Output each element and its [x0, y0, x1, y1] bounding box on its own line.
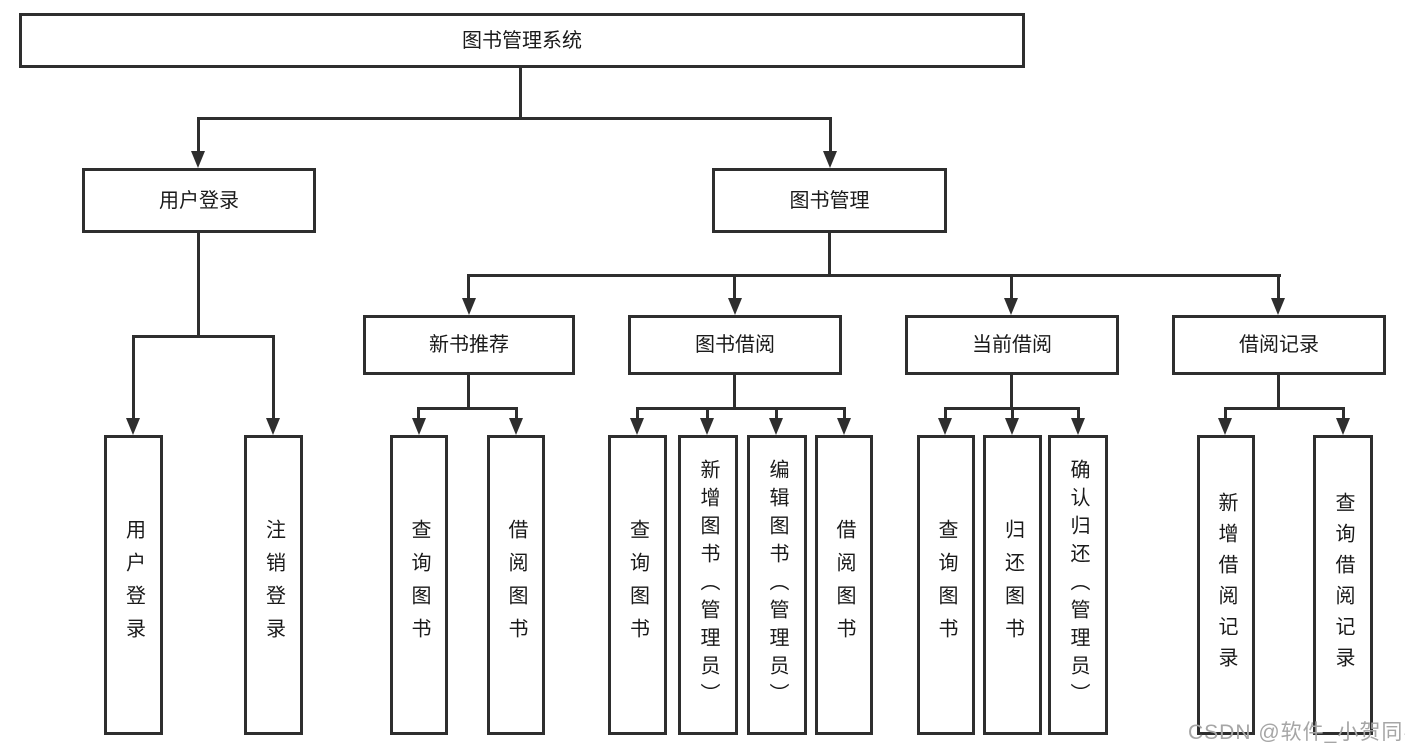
arrow-down-icon — [412, 418, 426, 435]
node-label: 注销登录 — [262, 519, 285, 651]
connector-stub — [706, 407, 709, 420]
node-current-borrowing: 当前借阅 — [905, 315, 1119, 375]
connector-stub — [417, 407, 420, 420]
arrow-down-icon — [728, 298, 742, 315]
node-leaf-query-books-recommend: 查询图书 — [390, 435, 448, 735]
node-label: 新增图书（管理员） — [697, 459, 719, 711]
node-label: 图书借阅 — [695, 334, 775, 356]
arrow-down-icon — [1271, 298, 1285, 315]
connector-stub — [775, 407, 778, 420]
node-label: 借阅图书 — [505, 519, 527, 651]
node-book-borrowing: 图书借阅 — [628, 315, 842, 375]
connector-root-trunk — [519, 68, 522, 120]
node-leaf-query-borrow-record: 查询借阅记录 — [1313, 435, 1373, 735]
node-label: 用户登录 — [122, 519, 145, 651]
node-leaf-user-login: 用户登录 — [104, 435, 163, 735]
connector-root-spread — [197, 117, 832, 120]
arrow-down-icon — [1071, 418, 1085, 435]
arrow-down-icon — [266, 418, 280, 435]
node-book-management-branch: 图书管理 — [712, 168, 947, 233]
node-borrowing-records: 借阅记录 — [1172, 315, 1386, 375]
connector-stub — [1011, 407, 1014, 420]
node-label: 用户登录 — [159, 189, 239, 212]
arrow-down-icon — [191, 151, 205, 168]
node-label: 查询图书 — [626, 519, 649, 651]
node-leaf-logout: 注销登录 — [244, 435, 303, 735]
connector-stub-current-borrow — [1010, 274, 1013, 300]
node-leaf-borrow-books: 借阅图书 — [815, 435, 873, 735]
connector-user-login-trunk — [197, 233, 200, 338]
node-leaf-return-books: 归还图书 — [983, 435, 1042, 735]
arrow-down-icon — [823, 151, 837, 168]
node-leaf-query-books-current: 查询图书 — [917, 435, 975, 735]
node-label: 确认归还（管理员） — [1067, 459, 1089, 711]
node-label: 当前借阅 — [972, 334, 1052, 356]
connector-stub — [636, 407, 639, 420]
connector-stub-book-borrow — [733, 274, 736, 300]
node-user-login-branch: 用户登录 — [82, 168, 316, 233]
node-label: 借阅图书 — [833, 519, 855, 651]
connector-user-login-spread — [132, 335, 275, 338]
node-leaf-query-books-borrowing: 查询图书 — [608, 435, 667, 735]
node-label: 图书管理系统 — [462, 29, 582, 52]
node-leaf-add-borrow-record: 新增借阅记录 — [1197, 435, 1255, 735]
connector-book-management-spread — [467, 274, 1281, 277]
connector-stub — [1342, 407, 1345, 420]
node-label: 借阅记录 — [1239, 334, 1319, 356]
node-leaf-confirm-return-admin: 确认归还（管理员） — [1048, 435, 1108, 735]
connector-stub-book-management — [829, 117, 832, 153]
connector-borrow-records-trunk — [1277, 375, 1280, 410]
arrow-down-icon — [462, 298, 476, 315]
node-new-book-recommendation: 新书推荐 — [363, 315, 575, 375]
connector-stub-new-book — [467, 274, 470, 300]
connector-stub-borrow-records — [1277, 274, 1280, 300]
node-label: 编辑图书（管理员） — [766, 459, 788, 711]
connector-book-borrow-trunk — [733, 375, 736, 410]
node-label: 查询图书 — [408, 519, 430, 651]
arrow-down-icon — [509, 418, 523, 435]
arrow-down-icon — [769, 418, 783, 435]
node-leaf-borrow-books-recommend: 借阅图书 — [487, 435, 545, 735]
connector-borrow-records-spread — [1224, 407, 1345, 410]
connector-book-borrow-spread — [636, 407, 846, 410]
csdn-watermark: CSDN @软件_小贺同学 — [1188, 721, 1405, 744]
node-library-management-system: 图书管理系统 — [19, 13, 1025, 68]
node-leaf-edit-books-admin: 编辑图书（管理员） — [747, 435, 807, 735]
arrow-down-icon — [126, 418, 140, 435]
connector-stub-user-login — [197, 117, 200, 153]
node-label: 新书推荐 — [429, 334, 509, 356]
connector-stub — [944, 407, 947, 420]
connector-new-book-trunk — [467, 375, 470, 410]
arrow-down-icon — [837, 418, 851, 435]
connector-current-borrow-trunk — [1010, 375, 1013, 410]
arrow-down-icon — [938, 418, 952, 435]
arrow-down-icon — [700, 418, 714, 435]
connector-stub — [515, 407, 518, 420]
node-label: 归还图书 — [1001, 519, 1024, 651]
node-label: 图书管理 — [789, 189, 870, 212]
node-leaf-add-books-admin: 新增图书（管理员） — [678, 435, 738, 735]
connector-book-management-trunk — [828, 233, 831, 277]
arrow-down-icon — [630, 418, 644, 435]
connector-stub — [1224, 407, 1227, 420]
node-label: 查询图书 — [935, 519, 957, 651]
connector-stub-leaf-user-login — [132, 335, 135, 420]
connector-stub — [843, 407, 846, 420]
arrow-down-icon — [1005, 418, 1019, 435]
arrow-down-icon — [1004, 298, 1018, 315]
connector-new-book-spread — [417, 407, 518, 410]
connector-stub — [1077, 407, 1080, 420]
node-label: 新增借阅记录 — [1215, 492, 1237, 678]
connector-stub-leaf-logout — [272, 335, 275, 420]
arrow-down-icon — [1336, 418, 1350, 435]
arrow-down-icon — [1218, 418, 1232, 435]
node-label: 查询借阅记录 — [1332, 492, 1354, 678]
